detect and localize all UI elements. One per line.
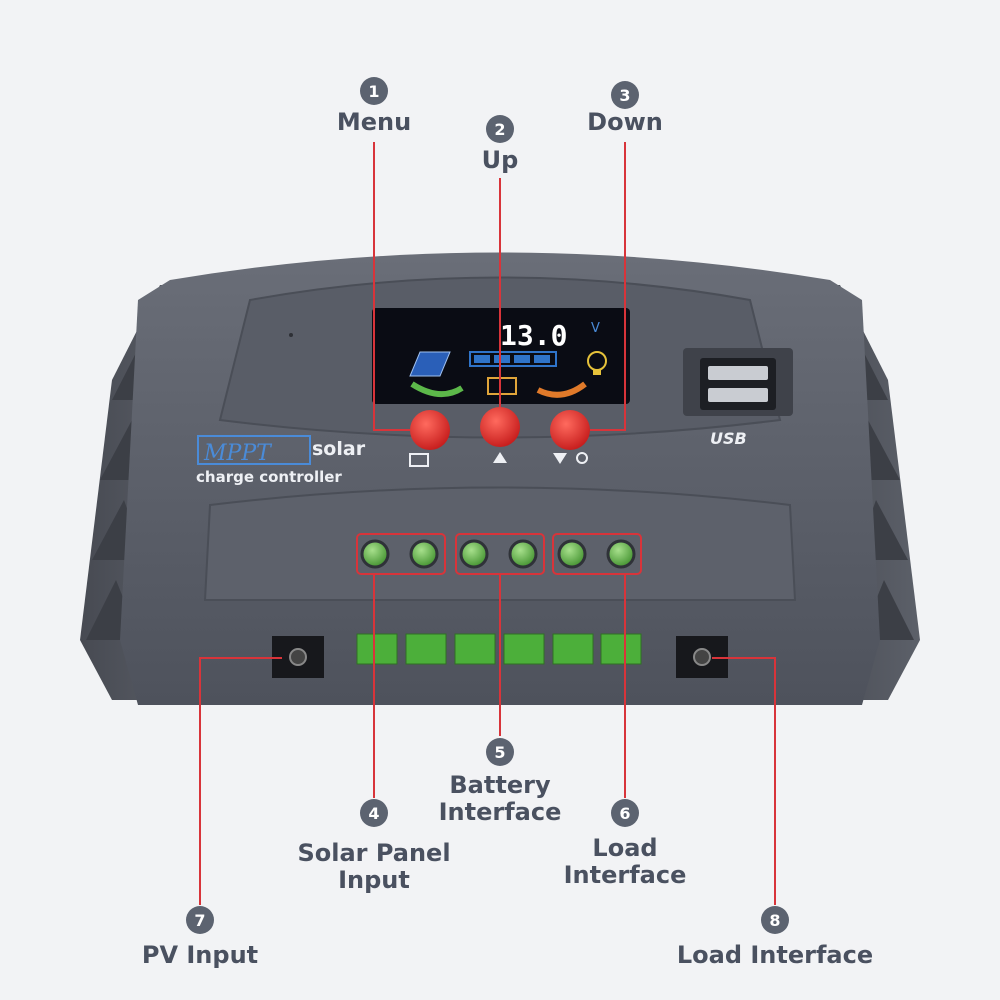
pv-input-jack	[272, 636, 324, 678]
lcd-bulb-icon	[587, 351, 607, 375]
lcd-solar-panel-icon	[409, 351, 451, 377]
menu-button[interactable]	[410, 410, 450, 450]
terminal-screws	[360, 539, 636, 569]
callout-label-load-interface-jack: Load Interface	[676, 941, 874, 969]
callout-label-menu: Menu	[336, 108, 412, 136]
lcd-voltage-unit: V	[591, 321, 600, 336]
callout-badge-4: 4	[360, 799, 388, 827]
callout-badge-6: 6	[611, 799, 639, 827]
usb-label: USB	[710, 429, 747, 448]
down-button[interactable]	[550, 410, 590, 450]
indicator-hole	[289, 333, 293, 337]
callout-label-battery-interface: Battery Interface	[438, 771, 562, 826]
down-bulb-icon	[576, 452, 588, 464]
logo-solar-text: solar	[312, 438, 366, 460]
callout-badge-5: 5	[486, 738, 514, 766]
lcd-voltage-readout: 13.0	[500, 319, 567, 352]
lcd-battery-icon	[487, 377, 517, 395]
lower-panel	[203, 486, 797, 601]
lcd-flow-arrow-left	[410, 381, 464, 397]
logo-charge-controller-text: charge controller	[196, 468, 342, 486]
callout-badge-1: 1	[360, 77, 388, 105]
callout-label-down: Down	[587, 108, 663, 136]
callout-label-load-interface: Load Interface	[563, 834, 687, 889]
usb-port	[683, 348, 793, 416]
callout-badge-7: 7	[186, 906, 214, 934]
down-arrow-icon	[553, 453, 567, 464]
terminal-blocks	[356, 633, 642, 665]
callout-badge-2: 2	[486, 115, 514, 143]
up-arrow-icon	[493, 452, 507, 463]
lcd-flow-arrow-right	[536, 381, 587, 398]
callout-label-pv-input: PV Input	[141, 941, 259, 969]
mppt-logo	[197, 435, 311, 465]
callout-lines	[199, 142, 776, 905]
callout-badge-8: 8	[761, 906, 789, 934]
callout-label-up: Up	[481, 146, 519, 174]
up-button[interactable]	[480, 407, 520, 447]
callout-badge-3: 3	[611, 81, 639, 109]
menu-icon	[409, 453, 429, 467]
logo-mppt-text: MPPT	[203, 441, 273, 466]
callout-label-solar-panel-input: Solar Panel Input	[297, 839, 451, 894]
